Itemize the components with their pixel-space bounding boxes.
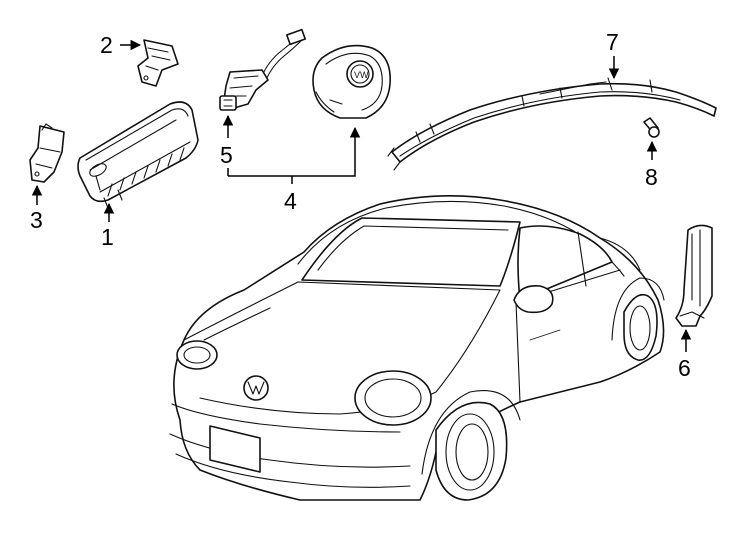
part-1-passenger-airbag[interactable] — [77, 101, 199, 209]
leader-4 — [228, 126, 361, 177]
part-8-bolt[interactable] — [643, 117, 660, 138]
callout-7: 7 — [606, 29, 619, 55]
part-5-clock-spring[interactable] — [219, 28, 307, 111]
part-7-curtain-airbag[interactable] — [387, 77, 717, 171]
callout-6: 6 — [678, 355, 691, 381]
callout-8: 8 — [645, 164, 658, 190]
callout-1: 1 — [101, 224, 114, 250]
callout-3: 3 — [30, 207, 43, 233]
callout-5: 5 — [220, 142, 233, 168]
car-illustration — [169, 195, 665, 501]
callout-2: 2 — [100, 32, 113, 58]
part-4-driver-airbag[interactable]: VW — [312, 44, 391, 119]
part-6-side-airbag[interactable] — [675, 224, 713, 327]
part-3-bracket[interactable] — [29, 123, 65, 183]
callout-4: 4 — [284, 188, 297, 214]
steering-logo-text: VW — [354, 70, 369, 80]
part-2-bracket[interactable] — [137, 39, 179, 87]
